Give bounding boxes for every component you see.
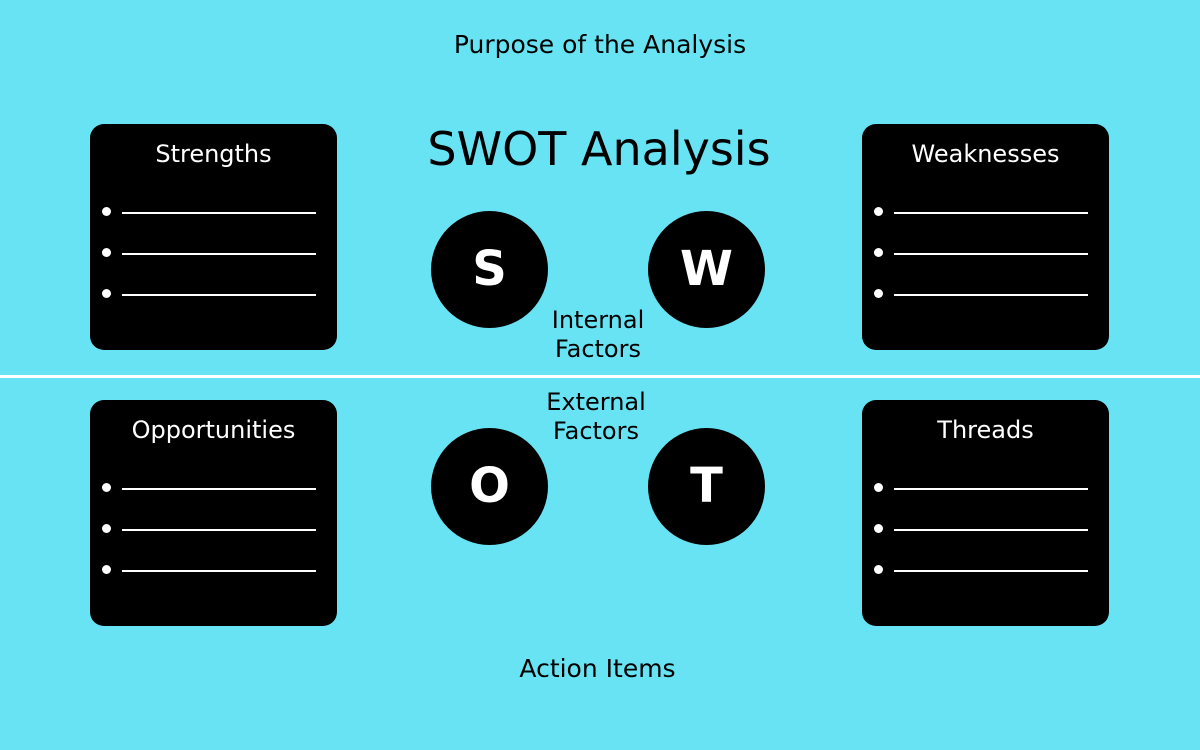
opportunities-letter-circle: O [431,428,548,545]
bullet-dot-icon [874,248,883,257]
strengths-bullet-1 [102,206,316,220]
strengths-bullet-2 [102,247,316,261]
blank-line [122,529,316,531]
weaknesses-bullet-1 [874,206,1088,220]
bullet-dot-icon [102,483,111,492]
blank-line [122,253,316,255]
blank-line [894,529,1088,531]
threads-bullet-3 [874,564,1088,578]
strengths-letter-circle: S [431,211,548,328]
purpose-label: Purpose of the Analysis [453,30,747,59]
threads-title: Threads [937,416,1034,444]
opportunities-card: Opportunities [90,400,337,626]
external-factors-label: External Factors [546,388,646,445]
threads-bullet-2 [874,523,1088,537]
blank-line [894,294,1088,296]
bullet-dot-icon [874,565,883,574]
strengths-title: Strengths [155,140,272,168]
threads-card: Threads [862,400,1109,626]
threads-bullet-1 [874,482,1088,496]
blank-line [122,294,316,296]
diagram-title: SWOT Analysis [427,122,771,176]
bullet-dot-icon [102,248,111,257]
strengths-card: Strengths [90,124,337,350]
threads-letter-circle: T [648,428,765,545]
blank-line [894,570,1088,572]
opportunities-bullet-1 [102,482,316,496]
blank-line [894,253,1088,255]
strengths-bullet-3 [102,288,316,302]
blank-line [122,570,316,572]
blank-line [122,488,316,490]
weaknesses-letter-circle: W [648,211,765,328]
internal-factors-label: Internal Factors [551,306,645,363]
bullet-dot-icon [102,565,111,574]
blank-line [894,488,1088,490]
weaknesses-bullet-3 [874,288,1088,302]
bullet-dot-icon [102,207,111,216]
blank-line [122,212,316,214]
internal-external-divider [0,375,1200,378]
blank-line [894,212,1088,214]
bullet-dot-icon [102,289,111,298]
weaknesses-title: Weaknesses [911,140,1060,168]
bullet-dot-icon [874,289,883,298]
opportunities-bullet-3 [102,564,316,578]
bullet-dot-icon [874,207,883,216]
action-items-label: Action Items [519,654,676,683]
weaknesses-card: Weaknesses [862,124,1109,350]
weaknesses-bullet-2 [874,247,1088,261]
opportunities-bullet-2 [102,523,316,537]
opportunities-title: Opportunities [131,416,296,444]
bullet-dot-icon [874,524,883,533]
bullet-dot-icon [102,524,111,533]
bullet-dot-icon [874,483,883,492]
